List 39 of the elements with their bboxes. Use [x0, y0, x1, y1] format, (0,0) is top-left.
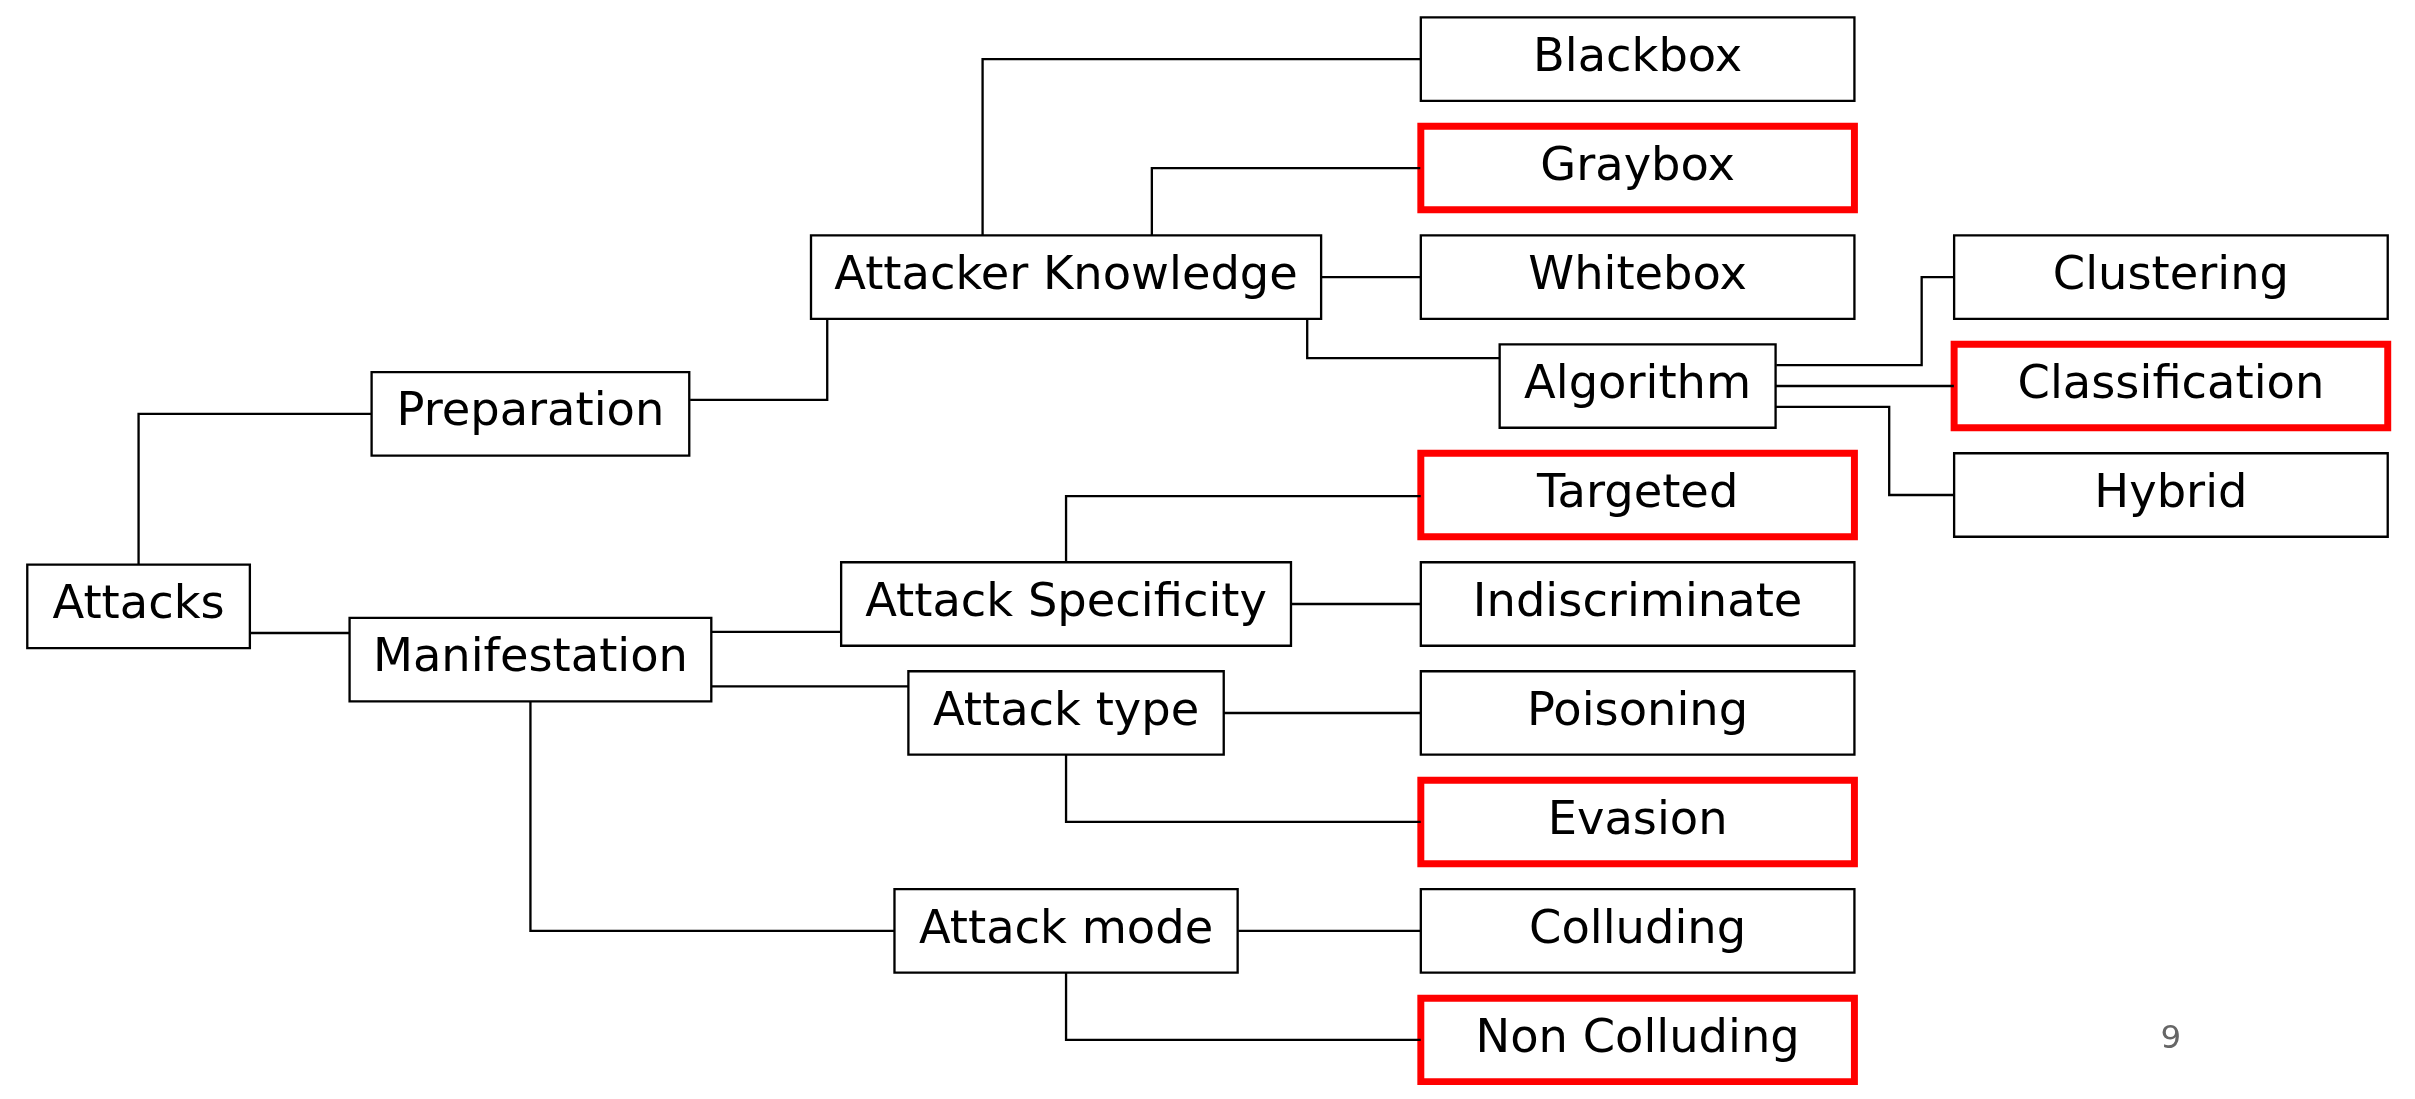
connector — [1064, 495, 1421, 562]
node-box: Attacks — [26, 563, 252, 650]
connector — [690, 319, 829, 402]
node-box: Non Colluding — [1417, 994, 1858, 1086]
label: 9 — [2160, 1018, 2182, 1057]
node-box: Targeted — [1417, 449, 1858, 541]
node-box: Clustering — [1952, 234, 2389, 320]
connector — [1064, 972, 1421, 1042]
connector — [1775, 405, 1954, 497]
connector — [1238, 929, 1421, 933]
connector — [1223, 711, 1421, 715]
node-box: Attack type — [907, 670, 1225, 756]
node-box: Graybox — [1417, 122, 1858, 214]
node-box: Manifestation — [348, 616, 713, 703]
node-box: Attack mode — [893, 888, 1239, 974]
connector — [981, 57, 1421, 236]
connector — [529, 701, 895, 933]
node-box: Indiscriminate — [1419, 561, 1856, 647]
node-box: Classification — [1950, 340, 2392, 432]
node-box: Hybrid — [1952, 452, 2389, 538]
connector — [1306, 319, 1500, 360]
connector — [1291, 602, 1421, 606]
connector — [250, 631, 350, 635]
connector — [1150, 166, 1421, 236]
node-box: Colluding — [1419, 888, 1856, 974]
node-box: Algorithm — [1498, 343, 1777, 429]
node-box: Attacker Knowledge — [809, 234, 1323, 320]
connector — [1064, 754, 1421, 824]
node-box: Poisoning — [1419, 670, 1856, 756]
node-box: Whitebox — [1419, 234, 1856, 320]
connector — [711, 630, 841, 633]
connector — [1775, 384, 1954, 388]
node-box: Evasion — [1417, 776, 1858, 868]
node-box: Attack Specificity — [840, 561, 1293, 647]
connector — [137, 412, 372, 565]
connector — [1321, 275, 1421, 279]
connector — [711, 685, 909, 688]
node-box: Blackbox — [1419, 16, 1856, 102]
node-box: Preparation — [370, 370, 691, 457]
